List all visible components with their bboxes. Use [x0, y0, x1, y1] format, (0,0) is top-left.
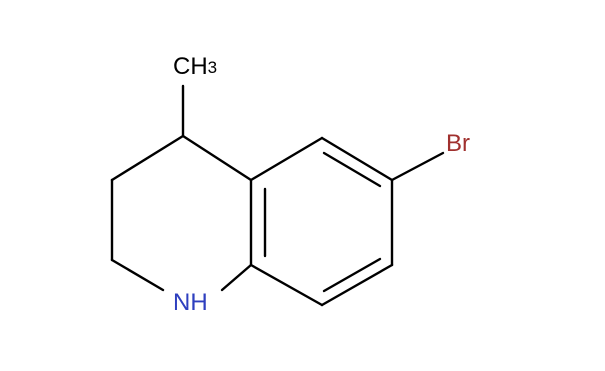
bond-n1-c8a — [220, 263, 253, 292]
bond-c3-c4 — [110, 134, 185, 182]
bond-c6-br — [390, 151, 445, 182]
methyl-subscript: 3 — [208, 58, 217, 77]
bond-c2-n1 — [110, 258, 165, 292]
methyl-group-label: CH3 — [173, 53, 217, 80]
bond-c4-c4a — [181, 134, 253, 182]
bromine-label: Br — [446, 130, 470, 157]
methyl-label: CH — [173, 53, 208, 80]
bond-c7-c8 — [320, 263, 394, 307]
bond-c7-c8-inner — [322, 257, 382, 293]
bond-c4a-c5 — [249, 136, 324, 182]
amine-label: NH — [173, 289, 208, 316]
bond-c5-c6-inner — [322, 151, 382, 188]
bond-c8-c8a — [249, 263, 324, 307]
bond-c5-c6 — [320, 136, 394, 182]
